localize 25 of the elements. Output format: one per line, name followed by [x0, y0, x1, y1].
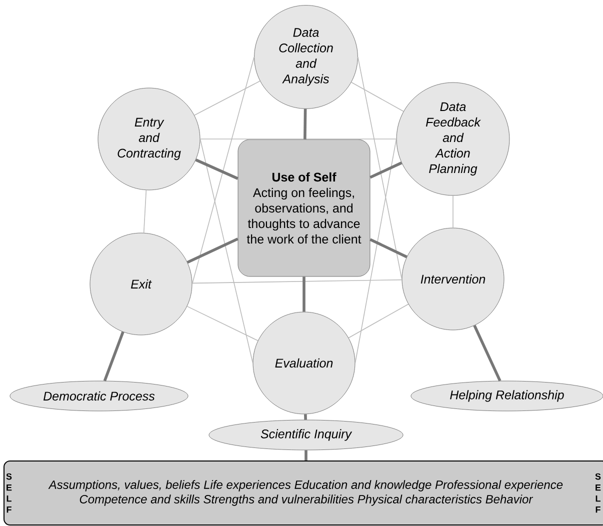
- connector: [304, 414, 307, 420]
- connector: [348, 304, 409, 338]
- connector: [350, 82, 404, 112]
- connector: [194, 80, 260, 116]
- center-box: Use of Self Acting on feelings, observations, and thoughts to advance the work of the client: [238, 139, 370, 277]
- connector: [192, 279, 402, 284]
- connector: [103, 331, 124, 382]
- connector: [304, 450, 308, 460]
- vertical-label: S E L F: [6, 473, 12, 513]
- connector: [357, 56, 402, 280]
- connector: [304, 108, 307, 140]
- connector: [354, 138, 397, 364]
- connector: [200, 138, 254, 364]
- connector: [452, 195, 454, 228]
- connector: [370, 162, 402, 179]
- connector: [192, 56, 255, 284]
- connector: [473, 324, 502, 382]
- connector: [370, 238, 408, 258]
- connector: [143, 190, 147, 234]
- vertical-label: S E L F: [595, 473, 601, 513]
- connector: [302, 276, 306, 312]
- connector: [195, 158, 238, 180]
- connector: [186, 306, 258, 342]
- connector: [186, 238, 238, 264]
- connector: [200, 138, 397, 140]
